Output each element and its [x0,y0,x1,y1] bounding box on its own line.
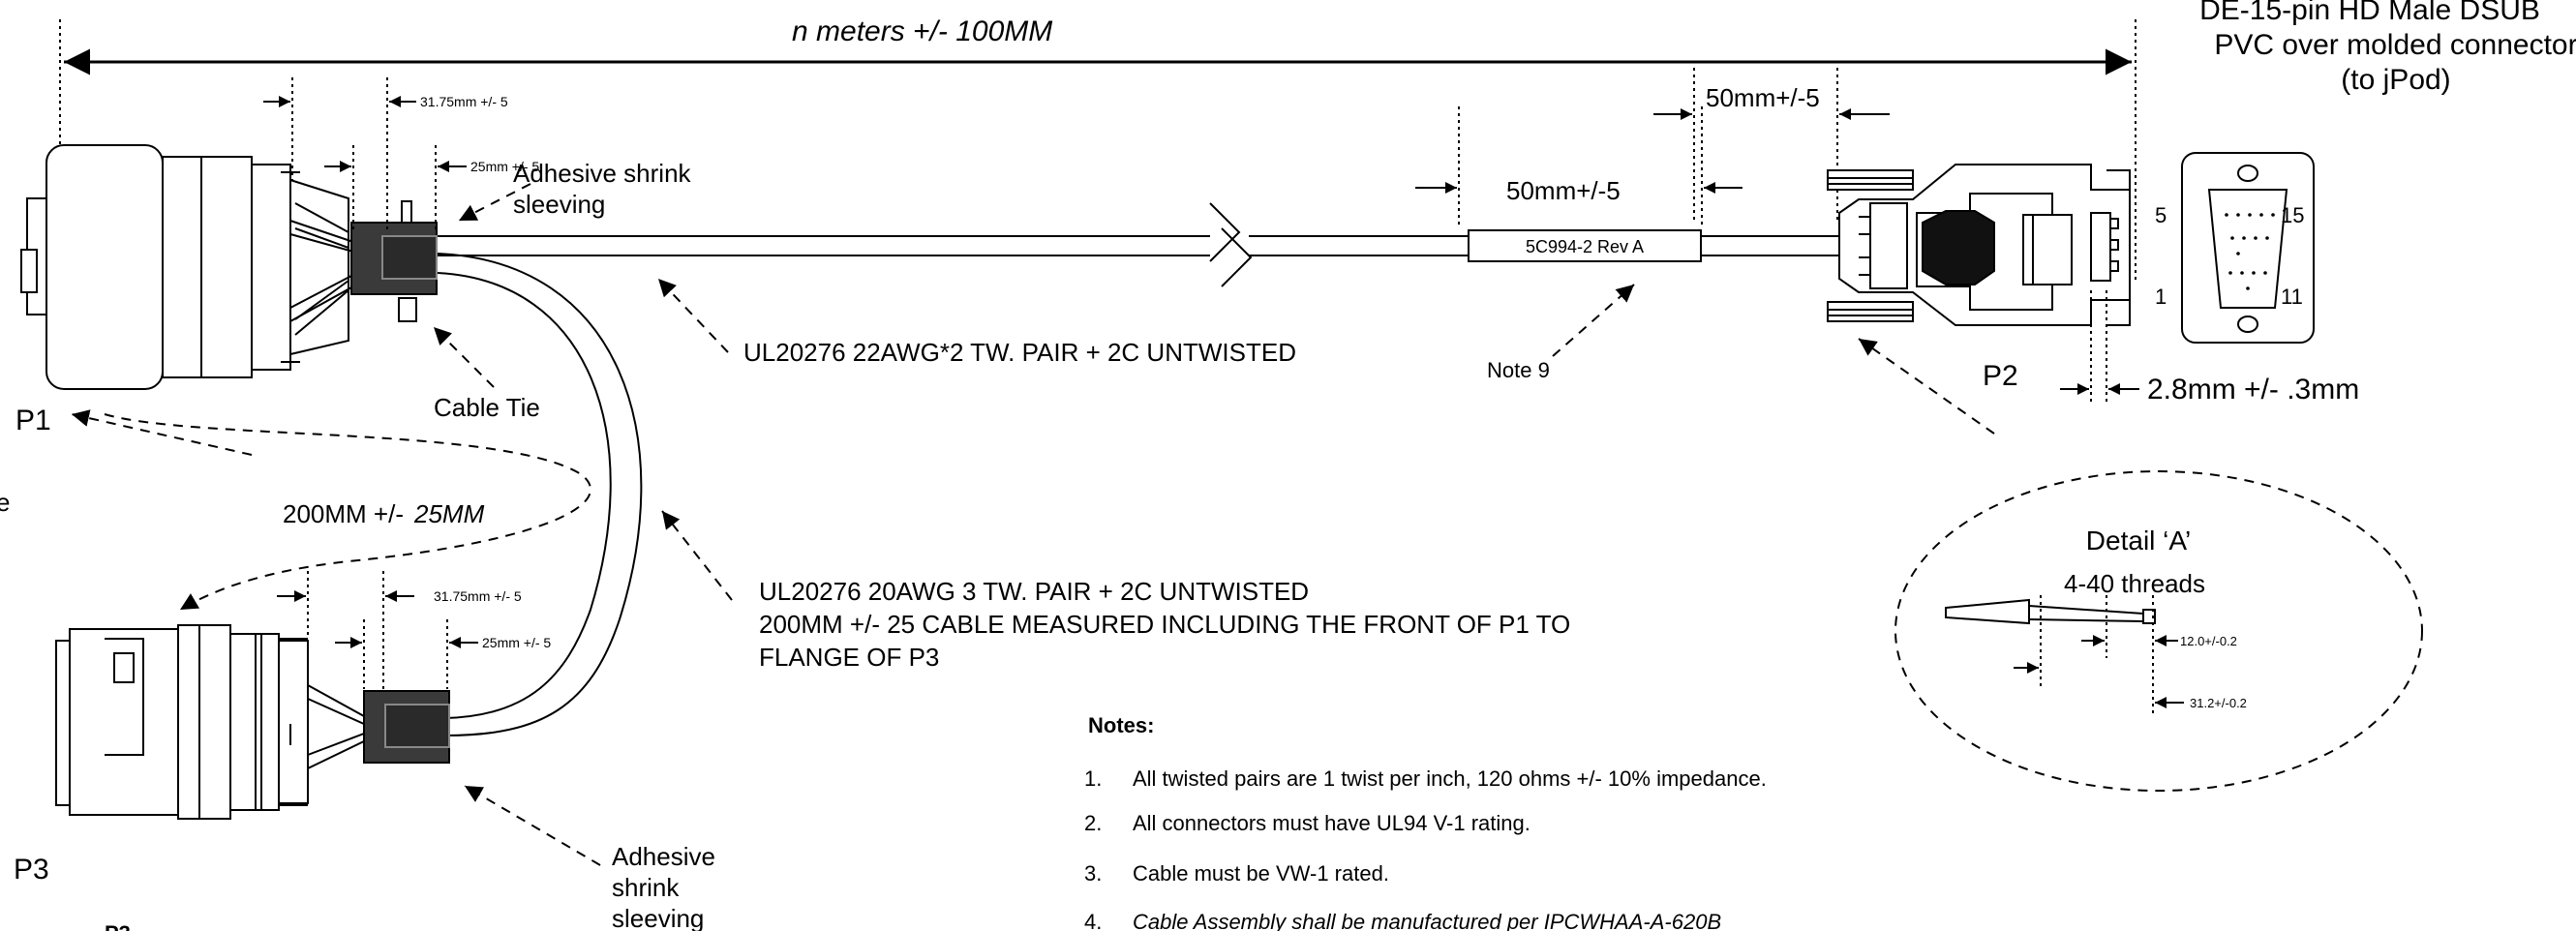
notes-heading: Notes: [1088,713,1154,737]
shrink-bot-leader [464,785,601,866]
shrink-bot-line1: Adhesive [612,842,715,871]
p3-dimensions: 31.75mm +/- 5 25mm +/- 5 [277,571,551,689]
note-2-num: 2. [1084,811,1102,835]
detail-a: Detail ‘A’ 4-40 threads 12.0+/-0.2 31.2+… [1858,338,2423,792]
p2-description-line1: DE-15-pin HD Male DSUB [2199,0,2540,26]
branch-cable-leader [661,510,733,601]
detail-a-dim-31: 31.2+/-0.2 [2190,696,2247,710]
shrink-bot-line2: shrink [612,873,680,902]
cable-tie-leader [433,326,495,388]
main-cable: 5C994-2 Rev A [438,202,1839,287]
note-4-text: Cable Assembly shall be manufactured per… [1133,910,1721,931]
note-3-num: 3. [1084,861,1102,886]
main-cable-label: UL20276 22AWG*2 TW. PAIR + 2C UNTWISTED [743,338,1296,367]
left-edge-fragment: e [0,488,10,517]
p3-dim-31-label: 31.75mm +/- 5 [434,588,522,604]
note-1-text: All twisted pairs are 1 twist per inch, … [1133,766,1767,791]
main-cable-leader [657,278,729,353]
p1-arrow [71,409,253,456]
note9-leader [1552,284,1635,357]
branch-cable-label-2: 200MM +/- 25 CABLE MEASURED INCLUDING TH… [759,610,1570,639]
p2-thread-dim-label: 2.8mm +/- .3mm [2147,374,2359,405]
pin-11-label: 11 [2281,285,2303,309]
branch-cable [437,253,643,736]
p2-thread-dimension: 2.8mm +/- .3mm [2060,290,2359,405]
note-3-text: Cable must be VW-1 rated. [1133,861,1389,886]
cable-marker-label: 5C994-2 Rev A [1526,237,1644,256]
p3-bottom-label: P3 [105,921,131,931]
note9-label: Note 9 [1487,358,1550,382]
p2-description: DE-15-pin HD Male DSUB PVC over molded c… [2199,0,2576,96]
note-1-num: 1. [1084,766,1102,791]
marker-dimensions: 50mm+/-5 50mm+/-5 [1415,68,1890,228]
detail-a-title: Detail ‘A’ [2086,526,2191,556]
detail-a-dim-12: 12.0+/-0.2 [2180,634,2237,648]
p2-description-line2: PVC over molded connector [2214,29,2576,61]
p2-label: P2 [1983,360,2018,392]
dim-50-left-label: 50mm+/-5 [1506,176,1621,205]
p3-dim-25-label: 25mm +/- 5 [482,635,551,650]
p3-connector [55,624,406,820]
note-2-text: All connectors must have UL94 V-1 rating… [1133,811,1530,835]
dim-50-right-label: 50mm+/-5 [1706,83,1820,112]
shrink-top-leader [458,183,531,222]
p1-label: P1 [15,405,51,436]
overall-length-dimension: n meters +/- 100MM [59,15,2137,319]
p2-connector [1827,164,2131,326]
overall-length-label: n meters +/- 100MM [792,15,1052,47]
p3-label: P3 [14,854,49,886]
pin-5-label: 5 [2155,203,2167,227]
branch-200-label-a: 200MM +/- [283,499,404,528]
p1-dim-31-label: 31.75mm +/- 5 [420,94,508,109]
pin-1-label: 1 [2155,285,2167,309]
branch-cable-label-1: UL20276 20AWG 3 TW. PAIR + 2C UNTWISTED [759,577,1309,606]
shrink-top-line2: sleeving [513,190,605,219]
p1-dimensions: 31.75mm +/- 5 25mm +/- 5 [263,77,539,230]
p3-shrink-sleeve [363,690,450,764]
shrink-top-line1: Adhesive shrink [513,159,692,188]
p1-leader [104,413,591,611]
detail-a-threads: 4-40 threads [2064,569,2205,598]
p1-shrink-sleeve [350,200,438,322]
dsub-face: 5 15 1 11 [2155,152,2315,344]
p2-description-line3: (to jPod) [2341,64,2450,96]
pin-15-label: 15 [2281,203,2304,227]
branch-200-label-b: 25MM [413,499,485,528]
p1-dim-25-label: 25mm +/- 5 [470,159,539,174]
notes-block: Notes: 1. All twisted pairs are 1 twist … [1084,713,1767,931]
cable-tie-label: Cable Tie [434,393,540,422]
branch-cable-label-3: FLANGE OF P3 [759,643,939,672]
shrink-bot-line3: sleeving [612,904,704,931]
p1-connector [20,144,349,390]
note-4-num: 4. [1084,910,1102,931]
